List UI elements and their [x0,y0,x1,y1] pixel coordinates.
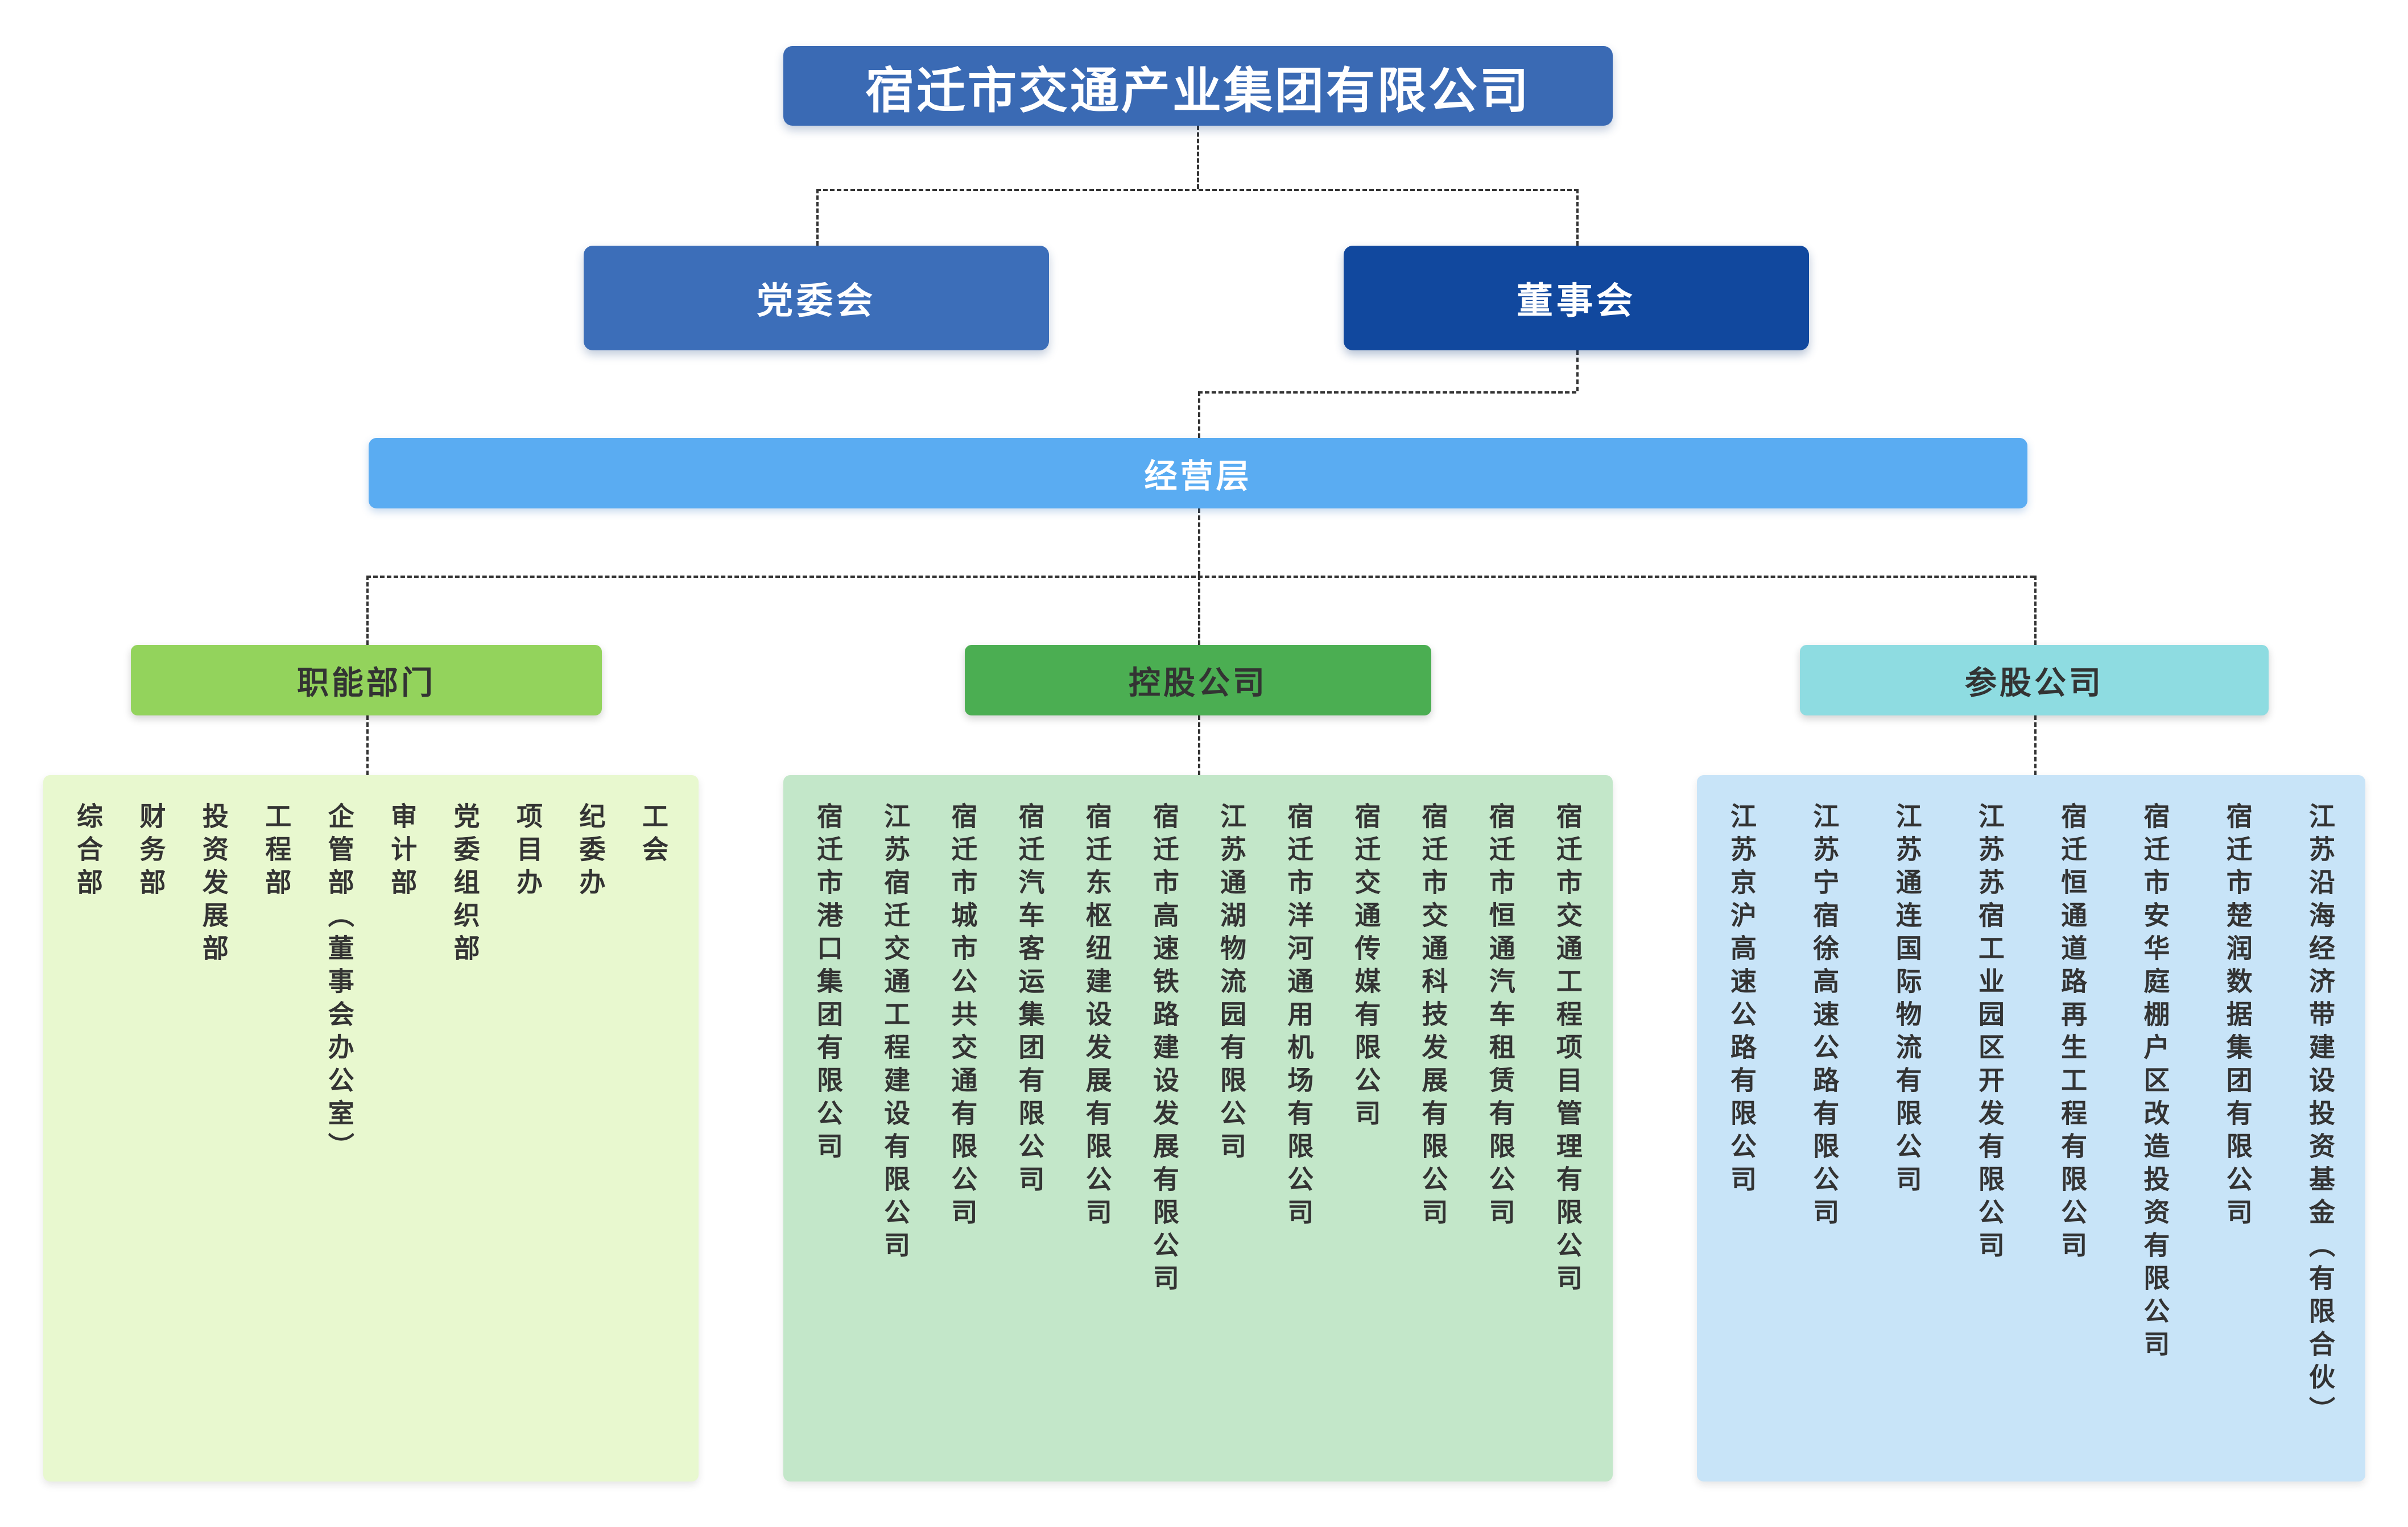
org-unit-item: 综合部 [73,802,103,901]
party-committee-box: 党委会 [584,246,1049,350]
org-unit-item: 江苏宁宿徐高速公路有限公司 [1810,802,1840,1231]
org-unit-item: 宿迁市城市公共交通有限公司 [948,802,978,1231]
org-unit-item: 宿迁市港口集团有限公司 [813,802,843,1165]
board-of-directors-box: 董事会 [1344,246,1809,350]
holding-companies-label: 控股公司 [1129,664,1267,701]
org-unit-item: 宿迁东枢纽建设发展有限公司 [1082,802,1112,1231]
connector-board-to-elbow [1576,350,1579,391]
org-unit-item: 企管部（董事会办公室） [324,802,354,1165]
org-unit-item: 工会 [638,802,668,868]
holding-companies-header: 控股公司 [965,645,1431,715]
org-unit-item: 宿迁市洋河通用机场有限公司 [1284,802,1314,1231]
org-unit-item: 宿迁市楚润数据集团有限公司 [2223,802,2253,1231]
org-unit-item: 江苏宿迁交通工程建设有限公司 [881,802,911,1264]
connector-participating-panel-stub [2034,715,2037,775]
connector-functional-down [366,576,369,645]
participating-companies-panel: 江苏京沪高速公路有限公司 江苏宁宿徐高速公路有限公司 江苏通连国际物流有限公司 江苏苏… [1697,775,2365,1482]
connector-holding-down [1198,576,1200,645]
org-unit-item: 宿迁市交通工程项目管理有限公司 [1552,802,1583,1297]
functional-departments-label: 职能部门 [297,664,436,701]
org-unit-item: 宿迁市交通科技发展有限公司 [1418,802,1448,1231]
connector-participating-down [2034,576,2037,645]
connector-board-down [1576,189,1579,246]
party-committee-label: 党委会 [757,280,876,321]
org-unit-item: 江苏苏宿工业园区开发有限公司 [1975,802,2005,1264]
management-layer-box: 经营层 [369,438,2027,508]
org-unit-item: 投资发展部 [199,802,229,967]
functional-departments-panel: 综合部 财务部 投资发展部 工程部 企管部（董事会办公室） 审计部 党委组织部 项目办 纪委办 工… [43,775,699,1482]
holding-companies-panel: 宿迁市港口集团有限公司 江苏宿迁交通工程建设有限公司 宿迁市城市公共交通有限公司 宿迁… [783,775,1613,1482]
connector-to-management [1198,391,1200,438]
org-unit-item: 宿迁市安华庭棚户区改造投资有限公司 [2140,802,2170,1363]
org-unit-item: 江苏沿海经济带建设投资基金（有限合伙） [2305,802,2335,1429]
connector-committees-horizontal [816,189,1579,191]
connector-management-down [1198,508,1200,576]
org-unit-item: 江苏通湖物流园有限公司 [1217,802,1247,1165]
participating-companies-label: 参股公司 [1965,664,2104,701]
org-unit-item: 江苏通连国际物流有限公司 [1892,802,1922,1198]
org-unit-item: 财务部 [136,802,166,901]
connector-functional-panel-stub [366,715,369,775]
org-unit-item: 江苏京沪高速公路有限公司 [1727,802,1757,1198]
org-unit-item: 党委组织部 [450,802,480,967]
org-unit-item: 宿迁恒通道路再生工程有限公司 [2058,802,2088,1264]
connector-root-down [1197,126,1199,189]
connector-elbow-horizontal [1198,391,1576,394]
root-company-label: 宿迁市交通产业集团有限公司 [865,63,1531,118]
root-company-box: 宿迁市交通产业集团有限公司 [783,46,1613,126]
org-unit-item: 宿迁市恒通汽车租赁有限公司 [1485,802,1515,1231]
board-of-directors-label: 董事会 [1517,280,1636,321]
participating-companies-header: 参股公司 [1800,645,2269,715]
connector-party-down [816,189,819,246]
org-unit-item: 宿迁交通传媒有限公司 [1351,802,1381,1132]
org-unit-item: 项目办 [513,802,543,901]
org-unit-item: 审计部 [387,802,418,901]
connector-groups-horizontal [366,576,2034,578]
connector-holding-panel-stub [1198,715,1200,775]
org-unit-item: 工程部 [262,802,292,901]
management-layer-label: 经营层 [1144,458,1252,495]
functional-departments-header: 职能部门 [131,645,602,715]
org-unit-item: 宿迁市高速铁路建设发展有限公司 [1149,802,1179,1297]
org-unit-item: 宿迁汽车客运集团有限公司 [1015,802,1045,1198]
org-unit-item: 纪委办 [576,802,606,901]
